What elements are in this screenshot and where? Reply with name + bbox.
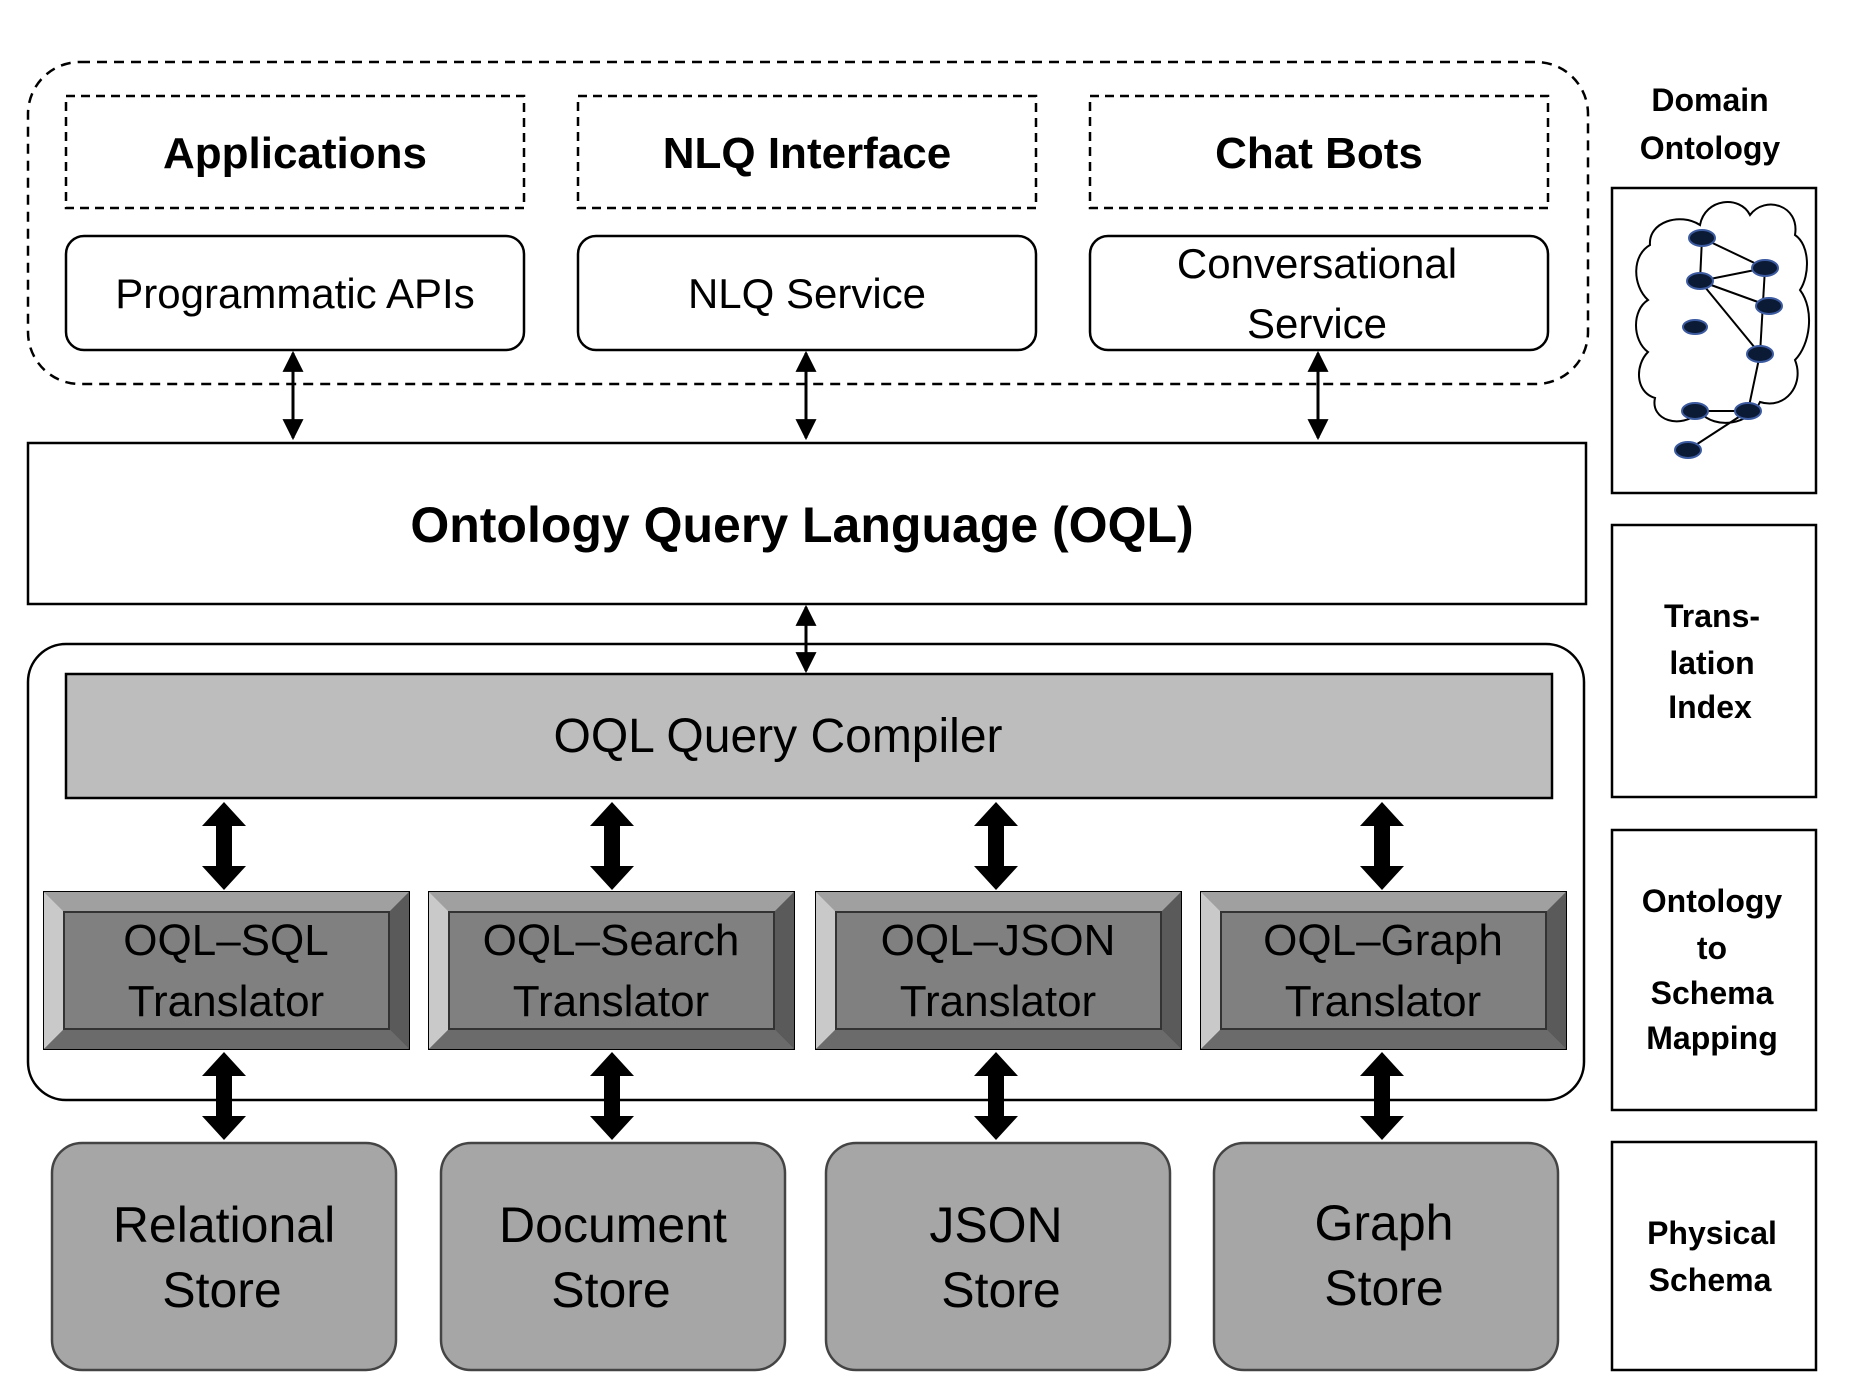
graph-store: Graph Store (1212, 1141, 1560, 1372)
translator-search-label-2: Translator (513, 977, 709, 1026)
ontology-node (1674, 441, 1702, 459)
chat-bots-box: Chat Bots (1088, 94, 1550, 210)
nlq-service-box: NLQ Service (576, 234, 1038, 352)
query-compiler-box: OQL Query Compiler (64, 672, 1554, 800)
nlq-interface-box: NLQ Interface (576, 94, 1038, 210)
translator-graph: OQL–Graph Translator (1200, 891, 1567, 1050)
translator-search-label-1: OQL–Search (483, 916, 740, 965)
domain-ontology-label-1: Domain (1651, 82, 1768, 118)
programmatic-apis-box: Programmatic APIs (64, 234, 526, 352)
relational-store: Relational Store (50, 1141, 398, 1372)
arrow-compiler-search (590, 802, 634, 890)
physical-schema-label-2: Schema (1649, 1262, 1772, 1298)
translator-search: OQL–Search Translator (428, 891, 795, 1050)
conversational-service-label-2: Service (1247, 300, 1387, 347)
json-store: JSON Store (824, 1141, 1172, 1372)
translator-sql-label-1: OQL–SQL (123, 916, 328, 965)
translation-index-box: Trans- lation Index (1610, 523, 1818, 799)
arrow-graph-graph (1360, 1052, 1404, 1140)
ontology-node (1746, 345, 1774, 363)
translation-index-label-1: Trans- (1664, 598, 1760, 634)
document-store-label-2: Store (551, 1262, 671, 1318)
translator-graph-label-2: Translator (1285, 977, 1481, 1026)
mapping-label-3: Schema (1651, 975, 1774, 1011)
mapping-label-1: Ontology (1642, 883, 1783, 919)
query-compiler-label: OQL Query Compiler (553, 710, 1002, 763)
graph-store-label-1: Graph (1315, 1195, 1454, 1251)
mapping-label-4: Mapping (1646, 1020, 1778, 1056)
ontology-node (1686, 272, 1714, 290)
domain-ontology-box (1610, 186, 1818, 495)
json-store-label-1: JSON (929, 1197, 1062, 1253)
arrow-sql-relational (202, 1052, 246, 1140)
conversational-service-box: Conversational Service (1088, 234, 1550, 352)
relational-store-label-2: Store (162, 1262, 282, 1318)
ontology-schema-mapping-box: Ontology to Schema Mapping (1610, 828, 1818, 1112)
arrow-compiler-sql (202, 802, 246, 890)
translation-index-label-2: lation (1669, 645, 1754, 681)
arrow-search-document (590, 1052, 634, 1140)
physical-schema-box: Physical Schema (1610, 1140, 1818, 1372)
translation-index-label-3: Index (1668, 689, 1752, 725)
arrow-compiler-graph (1360, 802, 1404, 890)
translator-json-label-2: Translator (900, 977, 1096, 1026)
ontology-node (1751, 259, 1779, 277)
document-store: Document Store (439, 1141, 787, 1372)
applications-label: Applications (163, 129, 427, 178)
arrow-compiler-json (974, 802, 1018, 890)
ontology-node (1682, 319, 1708, 335)
applications-box: Applications (64, 94, 526, 210)
translator-sql-label-2: Translator (128, 977, 324, 1026)
physical-schema-label-1: Physical (1647, 1215, 1777, 1251)
relational-store-label-1: Relational (113, 1197, 335, 1253)
translator-graph-label-1: OQL–Graph (1263, 916, 1503, 965)
json-store-label-2: Store (941, 1262, 1061, 1318)
document-store-label-1: Document (499, 1197, 727, 1253)
ontology-node (1755, 297, 1783, 315)
oql-box: Ontology Query Language (OQL) (26, 441, 1588, 606)
domain-ontology-label-2: Ontology (1640, 130, 1781, 166)
mapping-label-2: to (1697, 930, 1727, 966)
programmatic-apis-label: Programmatic APIs (115, 270, 474, 317)
nlq-service-label: NLQ Service (688, 270, 926, 317)
graph-store-label-2: Store (1324, 1260, 1444, 1316)
oql-title: Ontology Query Language (OQL) (410, 497, 1193, 553)
conversational-service-label-1: Conversational (1177, 240, 1457, 287)
arrow-json-json (974, 1052, 1018, 1140)
ontology-node (1734, 402, 1762, 420)
chat-bots-label: Chat Bots (1215, 129, 1423, 178)
translator-json-label-1: OQL–JSON (881, 916, 1116, 965)
nlq-interface-label: NLQ Interface (663, 129, 952, 178)
translator-json: OQL–JSON Translator (815, 891, 1182, 1050)
ontology-node (1688, 229, 1716, 247)
ontology-node (1681, 402, 1709, 420)
translator-sql: OQL–SQL Translator (43, 891, 410, 1050)
compiler-group (26, 642, 1586, 1102)
ontology-nodes (1674, 229, 1783, 459)
